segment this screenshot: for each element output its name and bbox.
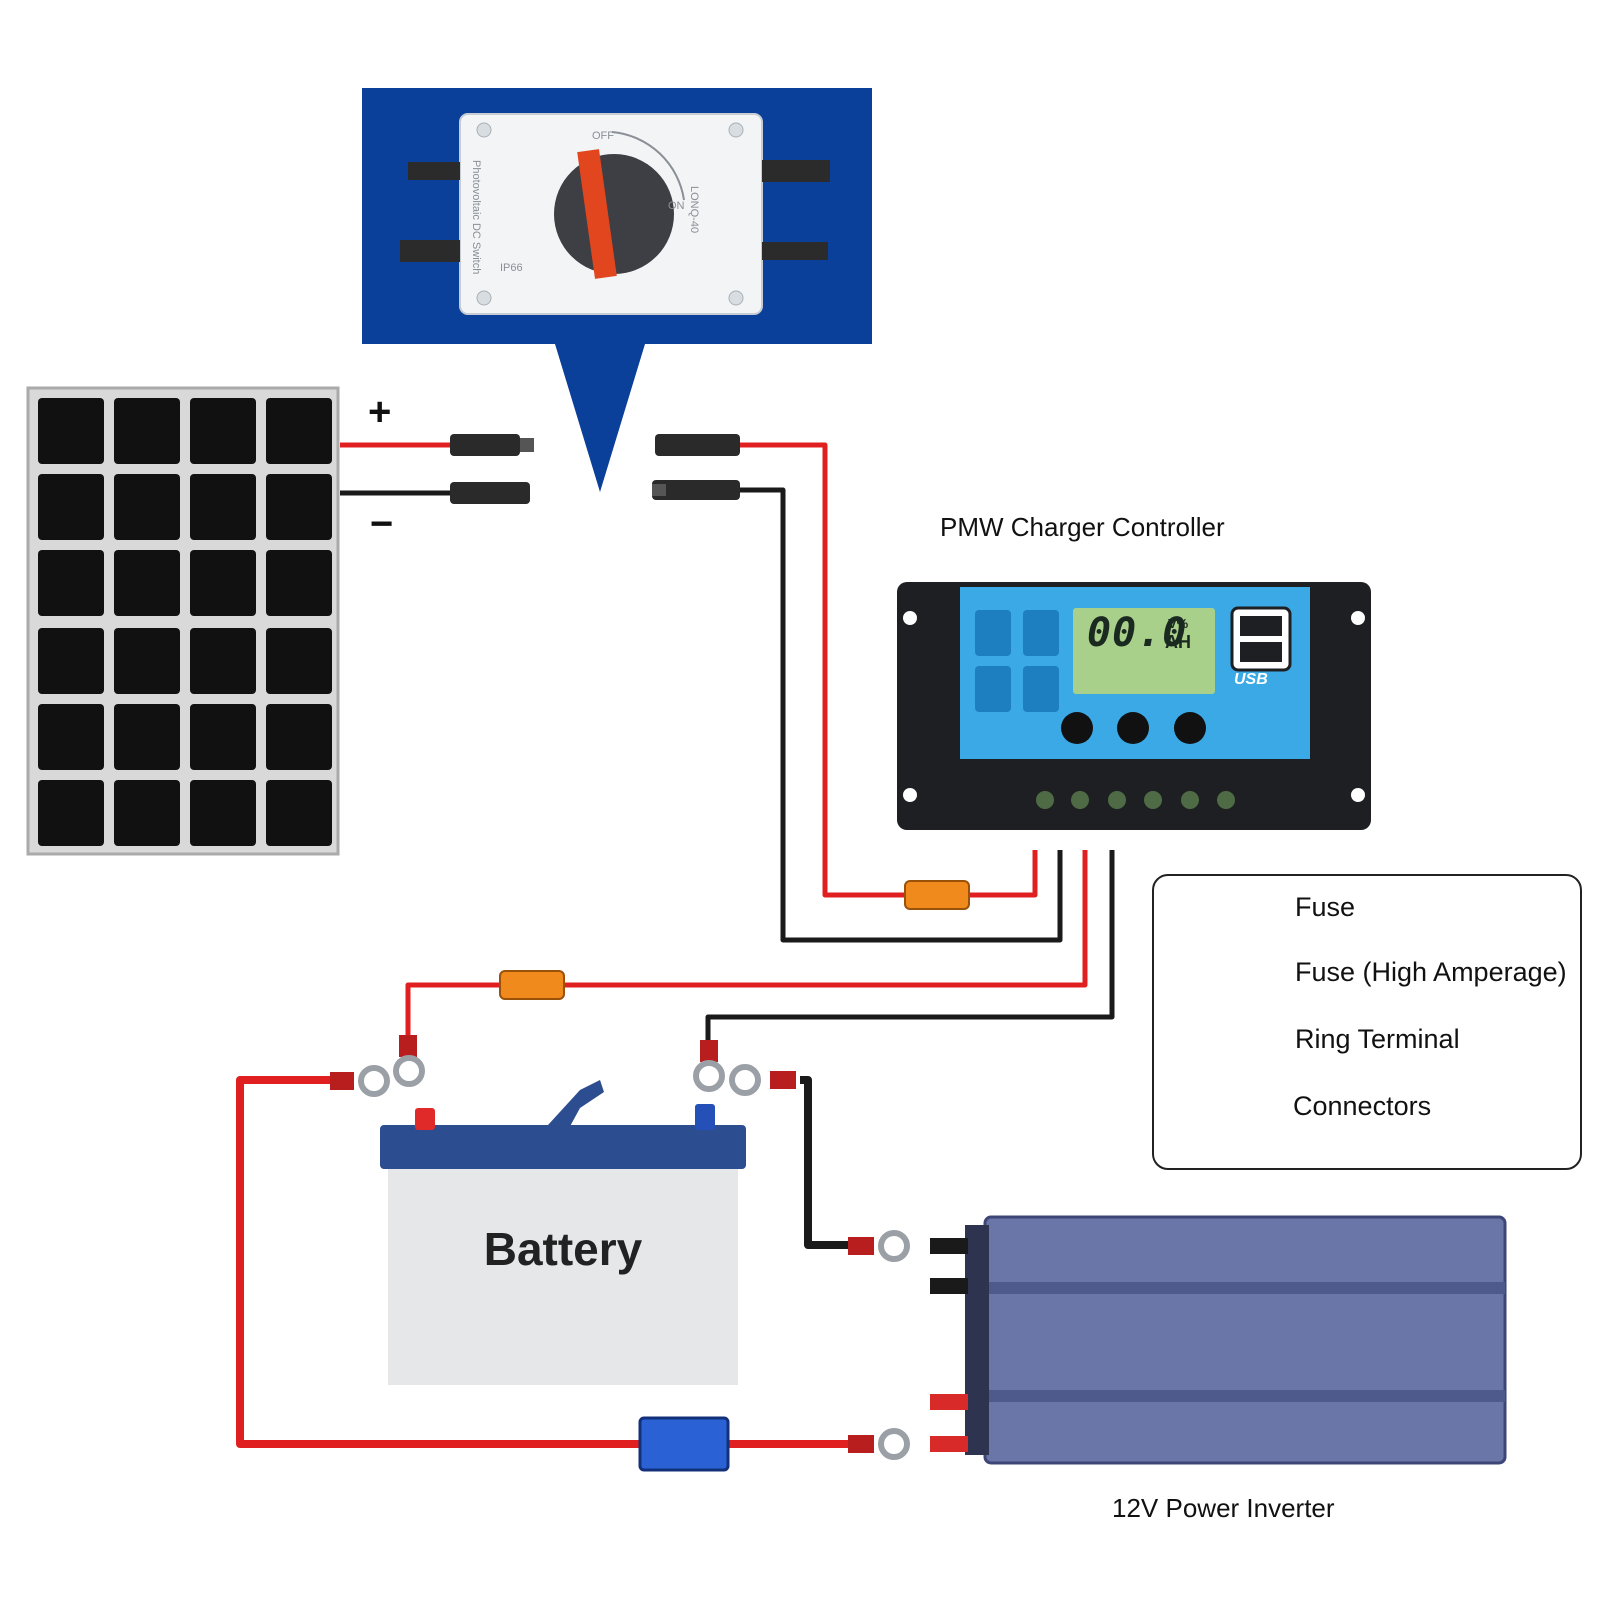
solar-cell (38, 474, 104, 540)
solar-cell (114, 474, 180, 540)
solar-cell (190, 550, 256, 616)
inverter-terminal-negative (930, 1238, 968, 1254)
wire-inverter-positive (236, 1076, 850, 1448)
solar-cell (190, 398, 256, 464)
wire-inverter-negative (800, 1076, 850, 1249)
fuse-high-amperage (638, 1416, 730, 1472)
positive-sign: + (368, 390, 392, 434)
switch-description: Photovoltaic DC Switch (470, 160, 482, 275)
switch-model-label: LONQ-40 (688, 186, 700, 234)
solar-cell (266, 704, 332, 770)
switch-on-label: ON (668, 200, 685, 212)
terminal-screw (1108, 791, 1126, 809)
wires (236, 442, 1115, 1448)
inverter-terminal-positive (930, 1436, 968, 1452)
terminal-screw (1181, 791, 1199, 809)
ring-terminal (848, 1230, 910, 1262)
mc4-connector (450, 434, 534, 456)
solar-cell (114, 398, 180, 464)
solar-cell (190, 628, 256, 694)
wire-pv-positive (740, 442, 1038, 898)
battery-terminal-positive (415, 1108, 435, 1130)
terminal-screw (1144, 791, 1162, 809)
switch-rating-label: IP66 (500, 262, 523, 274)
up-button[interactable] (1117, 712, 1149, 744)
knob-handle[interactable] (577, 149, 617, 279)
dc-isolator-switch (400, 113, 830, 315)
terminal-screw (1036, 791, 1054, 809)
legend-connectors: Connectors (1293, 1091, 1432, 1121)
ring-terminal (729, 1064, 796, 1096)
mc4-connector (450, 482, 530, 504)
lcd-unit-bottom: AH (1165, 632, 1191, 652)
battery-lid (380, 1125, 746, 1169)
ring-terminal (393, 1035, 425, 1087)
solar-cell (190, 474, 256, 540)
legend (1152, 874, 1582, 1170)
usb-label: USB (1234, 671, 1268, 688)
solar-cell (266, 550, 332, 616)
solar-cell (38, 398, 104, 464)
legend-fuse: Fuse (1295, 892, 1356, 922)
lcd-reading: 00.0 (1087, 610, 1188, 656)
inverter-terminal-negative (930, 1278, 968, 1294)
dc-switch-callout (362, 88, 872, 492)
solar-cell (114, 550, 180, 616)
wire-battery-positive (405, 850, 1088, 1035)
lcd-screen (1073, 608, 1215, 694)
battery-handle (548, 1080, 604, 1130)
solar-cell (114, 628, 180, 694)
solar-cell (266, 628, 332, 694)
solar-cell (114, 704, 180, 770)
solar-cell (190, 704, 256, 770)
battery-label: Battery (483, 1223, 643, 1275)
wire-pv-negative (740, 487, 1063, 943)
switch-off-label: OFF (592, 130, 614, 142)
fuse-battery (499, 970, 565, 1000)
down-button[interactable] (1174, 712, 1206, 744)
solar-panel (26, 386, 340, 856)
solar-cell (190, 780, 256, 846)
legend-ring-terminal: Ring Terminal (1295, 1024, 1460, 1054)
solar-cell (266, 474, 332, 540)
inverter-terminal-positive (930, 1394, 968, 1410)
solar-cell (114, 780, 180, 846)
solar-cell (266, 780, 332, 846)
menu-button[interactable] (1061, 712, 1093, 744)
inverter-label: 12V Power Inverter (1112, 1493, 1335, 1523)
solar-cell (38, 704, 104, 770)
mc4-connector (655, 434, 740, 456)
solar-cell (38, 550, 104, 616)
solar-cell (38, 628, 104, 694)
solar-cell (38, 780, 104, 846)
solar-cell (266, 398, 332, 464)
charge-controller-label: PMW Charger Controller (940, 512, 1225, 542)
wire-battery-negative (705, 850, 1115, 1040)
mc4-connector (652, 480, 740, 500)
power-inverter (930, 1215, 1507, 1465)
ring-terminal (848, 1428, 910, 1460)
fuse-pv (904, 880, 970, 910)
legend-fuse-high: Fuse (High Amperage) (1295, 957, 1567, 987)
lcd-unit-top: V% (1168, 616, 1189, 631)
negative-sign: − (370, 502, 394, 546)
terminal-screw (1071, 791, 1089, 809)
battery (380, 1080, 746, 1385)
ring-terminal (693, 1040, 725, 1092)
terminal-screw (1217, 791, 1235, 809)
ring-terminal (330, 1065, 390, 1097)
charge-controller (897, 582, 1371, 830)
battery-terminal-negative (695, 1104, 715, 1130)
